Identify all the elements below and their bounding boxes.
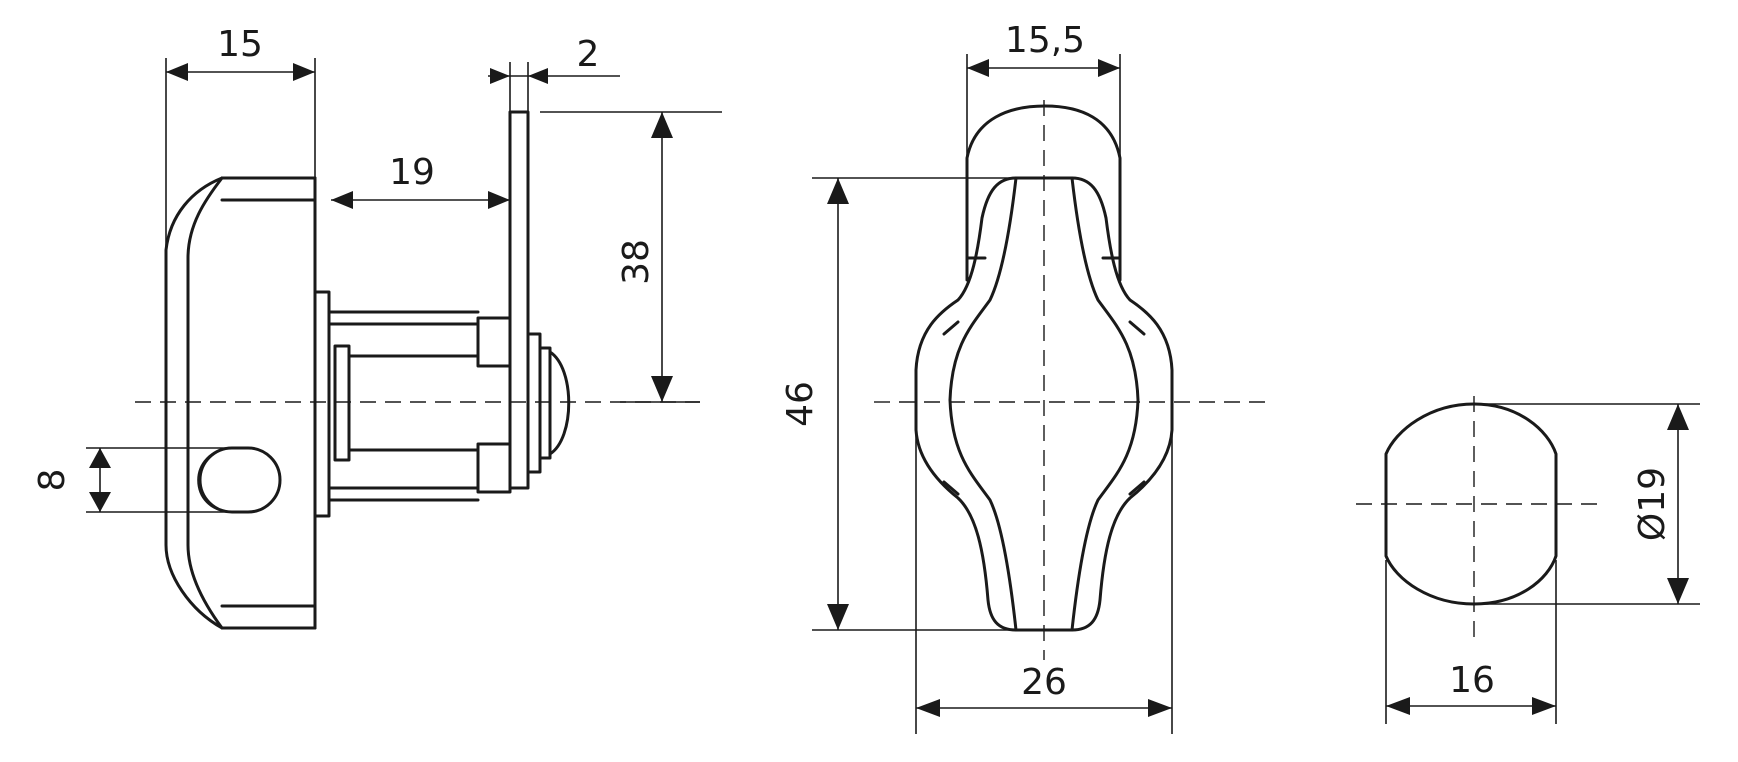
shank-nut-lower [476,442,512,494]
shank-collar [333,344,351,462]
dim-width: 26 [1021,662,1067,703]
wing-inner [948,176,1018,632]
knob-body-outline [164,176,317,630]
side-view: 15 2 19 38 8 [32,24,722,630]
dim-plate-thickness: 2 [577,34,600,75]
dim-end-width: 16 [1449,660,1495,701]
end-view: Ø19 16 [1356,396,1700,724]
knob-body-inner [186,176,224,630]
cam-plate [508,110,530,490]
shank-nut [476,316,512,368]
dim-slot: 8 [32,469,73,492]
dim-body-width: 15 [217,24,263,65]
end-profile [1384,402,1558,606]
dim-top-width: 15,5 [1005,20,1085,61]
dim-shank-length: 19 [389,152,435,193]
end-nut [526,332,542,474]
dim-height: 46 [780,381,821,427]
flange [313,290,331,518]
end-dome [548,350,571,456]
front-view: 15,5 46 26 [780,20,1272,734]
slot-pin [198,446,282,514]
dim-half-height: 38 [616,239,657,285]
dim-diameter: Ø19 [1632,467,1673,541]
